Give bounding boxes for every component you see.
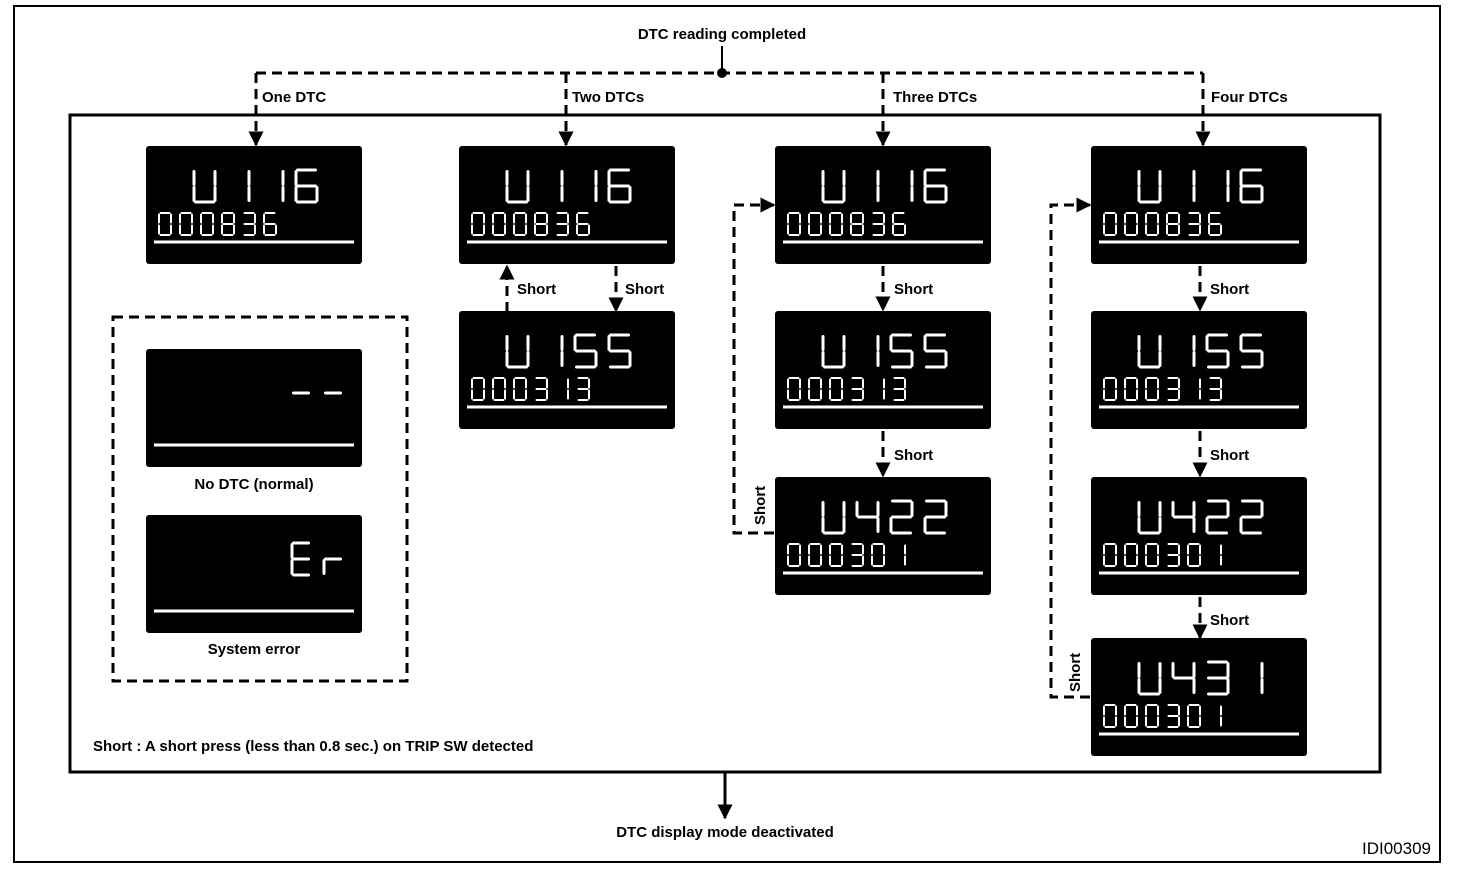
- one-dtc-u116: [146, 146, 362, 264]
- dtc-code-readout: [1137, 168, 1264, 204]
- dtc-code-readout: [821, 499, 948, 535]
- two-dtc-u155: [459, 311, 675, 429]
- column-label-one-dtc: One DTC: [262, 89, 326, 106]
- short-label: Short: [625, 281, 664, 298]
- dtc-code-readout: [1137, 333, 1264, 369]
- column-label-four-dtcs: Four DTCs: [1211, 89, 1288, 106]
- special-code-readout: [290, 541, 342, 577]
- short-label-vertical: Short: [1067, 653, 1084, 692]
- lcd-panel: [146, 349, 362, 467]
- lcd-display-layer: [146, 146, 1307, 756]
- system-error-display: [146, 515, 362, 633]
- dtc-data-readout: [1103, 377, 1222, 401]
- dtc-code-readout: [505, 168, 632, 204]
- short-label: Short: [894, 447, 933, 464]
- no-dtc-caption: No DTC (normal): [194, 476, 313, 493]
- dtc-code-readout: [821, 333, 948, 369]
- four-dtc-u155: [1091, 311, 1307, 429]
- dtc-data-readout: [158, 212, 277, 236]
- dtc-data-readout: [1103, 704, 1222, 728]
- system-error-caption: System error: [208, 641, 301, 658]
- lcd-panel: [146, 146, 362, 264]
- figure-id: IDI00309: [1362, 839, 1431, 858]
- dtc-data-readout: [787, 377, 906, 401]
- lcd-panel: [1091, 477, 1307, 595]
- three-dtc-u422: [775, 477, 991, 595]
- short-label: Short: [1210, 612, 1249, 629]
- dtc-code-readout: [1137, 499, 1264, 535]
- dtc-code-readout: [505, 333, 632, 369]
- four-dtc-u116: [1091, 146, 1307, 264]
- lcd-panel: [775, 477, 991, 595]
- dtc-code-readout: [821, 168, 948, 204]
- lcd-panel: [459, 311, 675, 429]
- four-dtc-u431: [1091, 638, 1307, 756]
- four-dtc-return-loop: [1049, 197, 1092, 699]
- short-label: Short: [894, 281, 933, 298]
- dtc-data-readout: [787, 212, 906, 236]
- diagram-title: DTC reading completed: [638, 26, 806, 43]
- lcd-panel: [775, 311, 991, 429]
- short-definition-note: Short : A short press (less than 0.8 sec…: [93, 738, 533, 755]
- dtc-data-readout: [471, 212, 590, 236]
- short-label: Short: [1210, 281, 1249, 298]
- lcd-panel: [146, 515, 362, 633]
- column-label-three-dtcs: Three DTCs: [893, 89, 977, 106]
- dtc-data-readout: [471, 377, 590, 401]
- lcd-panel: [1091, 638, 1307, 756]
- end-label: DTC display mode deactivated: [616, 824, 834, 841]
- two-dtc-u116: [459, 146, 675, 264]
- short-label: Short: [1210, 447, 1249, 464]
- special-display-group: [111, 315, 409, 683]
- lcd-panel: [1091, 311, 1307, 429]
- lcd-panel: [1091, 146, 1307, 264]
- three-dtc-u155: [775, 311, 991, 429]
- lcd-panel: [459, 146, 675, 264]
- column-label-two-dtcs: Two DTCs: [572, 89, 644, 106]
- three-dtc-u116: [775, 146, 991, 264]
- page-frame: [13, 5, 1441, 863]
- dtc-data-readout: [1103, 212, 1222, 236]
- short-label-vertical: Short: [752, 486, 769, 525]
- dtc-code-readout: [192, 168, 319, 204]
- lcd-panel: [775, 146, 991, 264]
- dtc-data-readout: [1103, 543, 1222, 567]
- short-label: Short: [517, 281, 556, 298]
- dtc-code-readout: [1137, 660, 1264, 696]
- no-dtc-display: [146, 349, 362, 467]
- dtc-data-readout: [787, 543, 906, 567]
- three-dtc-return-loop: [732, 197, 776, 535]
- four-dtc-u422: [1091, 477, 1307, 595]
